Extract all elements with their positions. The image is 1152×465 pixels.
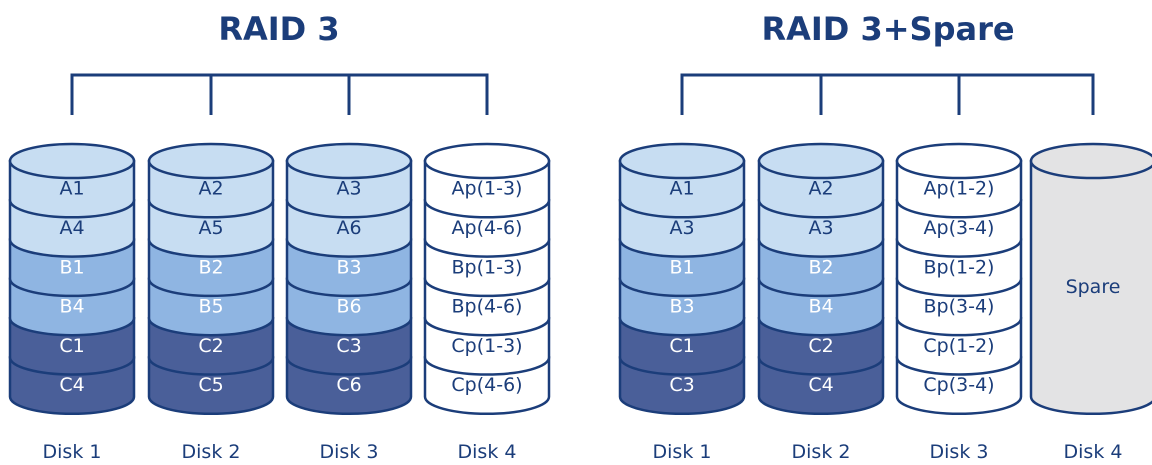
disk-segment-label: Cp(1-2) — [923, 335, 994, 357]
disk-segment-label: Bp(1-3) — [452, 256, 523, 278]
disk-label: Disk 2 — [792, 441, 851, 463]
disk-segment-label: A3 — [808, 217, 833, 239]
disk-segment-label: C4 — [59, 374, 84, 396]
raid3-spare-connector — [680, 73, 1095, 115]
disk-segment-label: B3 — [669, 296, 694, 318]
disk-segment-label: Ap(3-4) — [924, 217, 995, 239]
spare-disk-body — [1029, 159, 1152, 416]
spare-disk-label: Spare — [1066, 276, 1121, 298]
disk-segment-label: Cp(1-3) — [451, 335, 522, 357]
disk-segment-label: A2 — [198, 178, 223, 200]
disk-segment-label: A5 — [198, 217, 223, 239]
disk-label: Disk 4 — [1064, 441, 1123, 463]
disk-segment-label: C5 — [198, 374, 223, 396]
spare-disk-top — [1029, 142, 1152, 180]
raid3-spare-connector-bar — [680, 73, 1095, 115]
disk-top — [423, 142, 551, 180]
disk-segment-label: C3 — [336, 335, 361, 357]
disk-segment-label: A3 — [336, 178, 361, 200]
disk-top — [147, 142, 275, 180]
disk-label: Disk 4 — [458, 441, 517, 463]
disk-segment-label: Cp(4-6) — [451, 374, 522, 396]
disk-segment-label: B2 — [808, 256, 833, 278]
disk-top — [8, 142, 136, 180]
disk-segment-label: Ap(1-2) — [924, 178, 995, 200]
disk-segment-label: B6 — [336, 296, 361, 318]
disk-label: Disk 2 — [182, 441, 241, 463]
disk-segment-label: C3 — [669, 374, 694, 396]
disk-segment-label: B1 — [669, 256, 694, 278]
disk-segment-label: B1 — [59, 256, 84, 278]
raid3-disk-4: Ap(1-3) Ap(4-6) Bp(1-3) Bp(4-6) Cp(1-3) Cp(4-… — [423, 142, 551, 463]
disk-segment-label: Ap(4-6) — [452, 217, 523, 239]
disk-top — [285, 142, 413, 180]
disk-label: Disk 3 — [320, 441, 379, 463]
disk-segment-label: A4 — [59, 217, 84, 239]
disk-top — [618, 142, 746, 180]
disk-label: Disk 1 — [653, 441, 712, 463]
disk-segment-label: Bp(3-4) — [924, 296, 995, 318]
disk-segment-label: A2 — [808, 178, 833, 200]
raid3-spare-title: RAID 3+Spare — [761, 10, 1014, 48]
disk-segment-label: A6 — [336, 217, 361, 239]
disk-top — [895, 142, 1023, 180]
disk-segment-label: Bp(4-6) — [452, 296, 523, 318]
disk-top — [757, 142, 885, 180]
disk-label: Disk 1 — [43, 441, 102, 463]
disk-segment-label: Bp(1-2) — [924, 256, 995, 278]
disk-segment-label: Ap(1-3) — [452, 178, 523, 200]
disk-segment-label: A3 — [669, 217, 694, 239]
disk-segment-label: B3 — [336, 256, 361, 278]
disk-segment-label: C1 — [59, 335, 84, 357]
disk-segment-label: Cp(3-4) — [923, 374, 994, 396]
disk-segment-label: B4 — [808, 296, 833, 318]
disk-label: Disk 3 — [930, 441, 989, 463]
raid3-connector — [70, 73, 489, 115]
disk-segment-label: B5 — [198, 296, 223, 318]
disk-segment-label: B4 — [59, 296, 84, 318]
disk-segment-label: C4 — [808, 374, 833, 396]
disk-segment-label: C2 — [198, 335, 223, 357]
disk-segment-label: A1 — [59, 178, 84, 200]
disk-segment-label: C2 — [808, 335, 833, 357]
disk-segment-label: C1 — [669, 335, 694, 357]
raid3-connector-bar — [70, 73, 489, 115]
disk-segment-label: C6 — [336, 374, 361, 396]
raid3-title: RAID 3 — [218, 10, 339, 48]
disk-segment-label: A1 — [669, 178, 694, 200]
disk-segment-label: B2 — [198, 256, 223, 278]
raid3-spare-disk-3: Ap(1-2) Ap(3-4) Bp(1-2) Bp(3-4) Cp(1-2) Cp(3-… — [895, 142, 1023, 463]
